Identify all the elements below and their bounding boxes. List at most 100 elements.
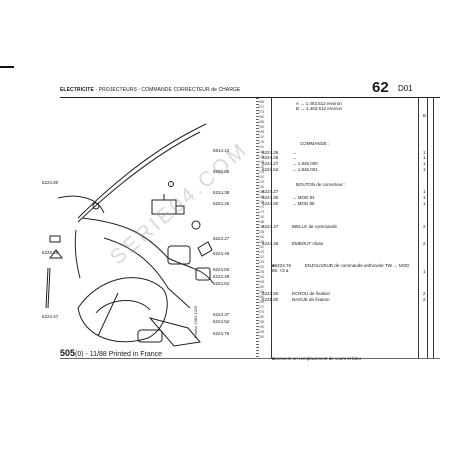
margin-number: 105 [259,140,265,144]
clip [197,241,213,257]
margin-number: 170 [259,205,265,209]
callout-6914-10: 6914.10 [213,148,230,153]
connector [175,205,185,215]
margin-number: 150 [259,185,265,189]
footnote: ■convient en remplacement de voom et ble… [272,356,361,361]
column-hatch [256,98,259,358]
margin-number: 220 [259,255,265,259]
section-code: D01 [398,84,413,93]
qty-cell: 1 [423,161,426,166]
qty-cell: 1 [423,189,426,194]
callout-6224-49: 6224.49 [213,274,230,279]
scan-edge-mark [0,66,14,68]
switch-body [167,245,191,265]
callout-6224-46: 6224.46 [213,251,230,256]
parts-diagram [45,123,214,347]
margin-number: 145 [259,180,265,184]
margin-number: 210 [259,245,265,249]
qty-cell: 1 [423,195,426,200]
page-footer: 505(0) - 11/88 Printed in France [60,348,163,358]
page-number: 62 [372,79,389,96]
callout-6224-52-b: 6224.52 [213,319,230,324]
margin-number: 280 [259,315,265,319]
callout-6224-52: 6224.52 [213,281,230,286]
margin-number: 290 [259,325,265,329]
qty-cell: 1 [423,155,426,160]
qty-cell: 1 [423,150,426,155]
margin-number: 080 [259,115,265,119]
callout-6224-80: 6224.80 [42,180,59,185]
margin-number: 200 [259,235,265,239]
dash-panel [137,329,163,343]
margin-number: 160 [259,195,265,199]
parts-line: 6224.52→ 1.845.001 [262,167,318,172]
margin-number: 095 [259,130,265,134]
wheel-spoke-2 [97,292,119,337]
qty-cell: 2 [423,291,426,296]
margin-number: 180 [259,215,265,219]
margin-number: 285 [259,320,265,324]
parts-line: 6224.26→ [262,150,297,155]
qty-cell: 2 [423,224,426,229]
margin-number: 140 [259,175,265,179]
cable-tip [197,123,207,129]
callout-6224-26: 6224.26 [213,201,230,206]
header-rule [60,97,440,98]
column-divider-end [433,98,434,358]
cable-middle [81,217,169,259]
bottom-rule [60,358,440,359]
margin-number: 270 [259,305,265,309]
cable-upper-2 [77,131,201,223]
margin-number: 175 [259,210,265,214]
parts-line: B → 1.463.512 environ [296,106,343,111]
enjoliveur [148,317,201,347]
callout-6225-58: 6225.58 [42,250,59,255]
margin-number: 100 [259,135,265,139]
margin-number: 190 [259,225,265,229]
callout-5956-55: 5956.55 [213,169,230,174]
margin-number: 250 [259,285,265,289]
cable-upper [77,127,199,219]
margin-number: 255 [259,290,265,294]
margin-number: 075 [259,110,265,114]
cable-branch [167,257,214,284]
qty-cell: 1 [423,201,426,206]
margin-number: 125 [259,160,265,164]
margin-number: 275 [259,310,265,314]
margin-number: 110 [259,145,265,149]
knob-housing [195,267,211,281]
parts-line: 6224.30→ MOD 84 [262,195,315,200]
margin-number: 130 [259,165,265,169]
margin-number: 090 [259,125,265,129]
margin-number: 260 [259,295,265,299]
steering-wheel [77,277,168,343]
rod-left-2 [47,267,51,309]
margin-number: 065 [259,100,265,104]
column-divider-qty [418,98,419,358]
callout-6224-27: 6224.27 [213,236,230,241]
margin-number: 155 [259,190,265,194]
qty-cell: 2 [423,297,426,302]
parts-group-heading: COMMANDE : [300,141,330,146]
margin-number: 245 [259,280,265,284]
margin-number: 135 [259,170,265,174]
margin-number: 235 [259,270,265,274]
callout-6224-37: 6224.37 [213,312,230,317]
margin-number: 085 [259,120,265,124]
qty-cell: B [423,113,427,118]
ball-joint [49,249,63,259]
parts-group-heading: BOUTON de correcteur : [296,182,346,187]
column-divider-qty2 [427,98,428,358]
callout-6224-76: 6224.76 [213,331,230,336]
column-divider-margin [271,98,272,358]
margin-number: 115 [259,150,265,154]
margin-number: 070 [259,105,265,109]
margin-number: 215 [259,250,265,254]
bracket-left [49,235,61,243]
qty-cell: 1 [423,167,426,172]
